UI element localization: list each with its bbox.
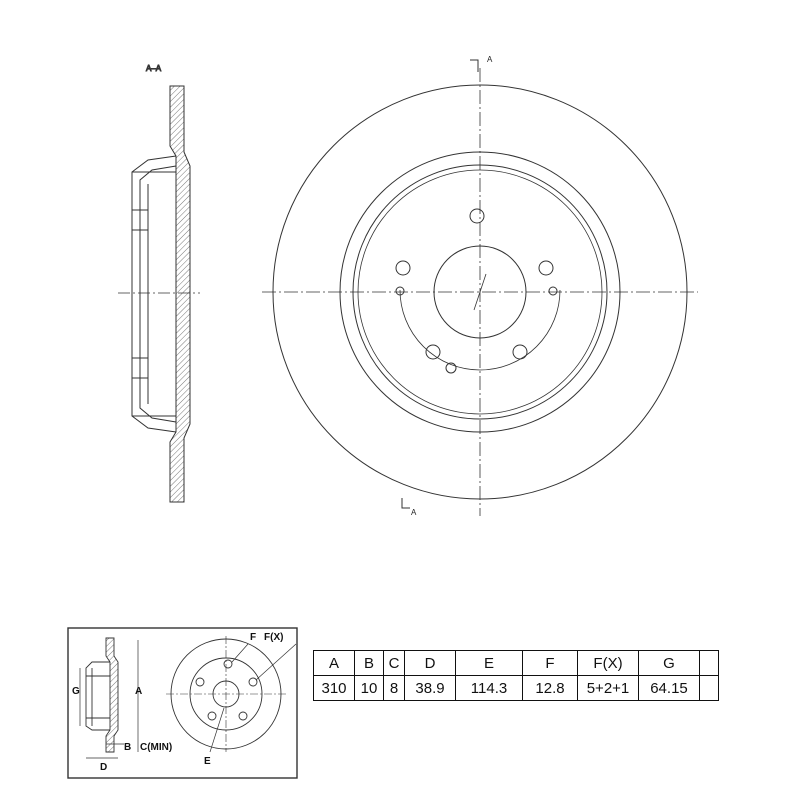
- header-fx: F(X): [577, 650, 639, 676]
- section-friction-ring: [169, 85, 191, 503]
- legend-box: G A B C(MIN) D F F(X) E: [67, 627, 298, 779]
- value-c: 8: [383, 675, 405, 701]
- spec-table-header-row: A B C D E F F(X) G: [313, 650, 719, 676]
- legend-label-d: D: [100, 762, 107, 773]
- legend-section-view: [79, 637, 139, 759]
- legend-label-e: E: [204, 756, 211, 767]
- spec-table-value-row: 310 10 8 38.9 114.3 12.8 5+2+1 64.15: [313, 675, 719, 701]
- front-view: [262, 59, 698, 516]
- header-b: B: [354, 650, 384, 676]
- value-blank: [699, 675, 719, 701]
- legend-label-a: A: [135, 686, 142, 697]
- value-b: 10: [354, 675, 384, 701]
- header-e: E: [455, 650, 523, 676]
- header-a: A: [313, 650, 355, 676]
- legend-label-fx: F(X): [264, 632, 283, 643]
- section-label: A–A: [146, 64, 162, 73]
- legend-label-g: G: [72, 686, 80, 697]
- cut-label-bottom: A: [411, 508, 417, 517]
- section-view: A–A: [118, 64, 200, 503]
- value-e: 114.3: [455, 675, 523, 701]
- legend-label-f: F: [250, 632, 256, 643]
- section-hat: [131, 155, 177, 433]
- header-g: G: [638, 650, 700, 676]
- spec-table: A B C D E F F(X) G 310 10 8 38.9 114.3 1…: [313, 650, 719, 701]
- header-blank: [699, 650, 719, 676]
- value-d: 38.9: [404, 675, 456, 701]
- header-d: D: [404, 650, 456, 676]
- cut-label-top: A: [487, 55, 493, 64]
- legend-front-view: [166, 636, 297, 753]
- value-f: 12.8: [522, 675, 578, 701]
- header-c: C: [383, 650, 405, 676]
- value-a: 310: [313, 675, 355, 701]
- value-g: 64.15: [638, 675, 700, 701]
- header-f: F: [522, 650, 578, 676]
- legend-label-cmin: C(MIN): [140, 742, 172, 753]
- legend-label-b: B: [124, 742, 131, 753]
- value-fx: 5+2+1: [577, 675, 639, 701]
- bolt-holes: [395, 208, 558, 374]
